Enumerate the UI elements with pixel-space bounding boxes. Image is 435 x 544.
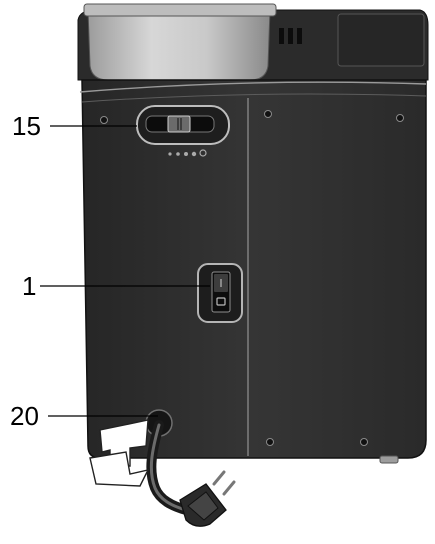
grinder-fineness-slider[interactable] xyxy=(136,105,230,145)
top-tank xyxy=(87,9,271,81)
body-edge-highlight-lower xyxy=(81,93,427,103)
callout-1: 1 xyxy=(22,271,210,301)
callout-label-15: 15 xyxy=(12,111,41,141)
power-switch[interactable] xyxy=(197,263,243,323)
top-tank-rim xyxy=(83,3,277,17)
power-cord xyxy=(146,420,191,515)
machine-body xyxy=(81,79,427,459)
callout-20: 20 xyxy=(10,401,158,431)
fineness-scale-dots xyxy=(168,149,207,157)
power-plug-icon xyxy=(179,470,236,527)
screw-icon xyxy=(100,110,404,446)
vent-slot-icon xyxy=(279,28,302,44)
callout-15: 15 xyxy=(12,111,137,141)
callout-label-20: 20 xyxy=(10,401,39,431)
top-right-lid xyxy=(337,13,425,67)
body-edge-highlight xyxy=(79,81,427,93)
callout-label-1: 1 xyxy=(22,271,36,301)
machine-foot xyxy=(379,455,399,464)
arrow-icon xyxy=(89,419,150,487)
